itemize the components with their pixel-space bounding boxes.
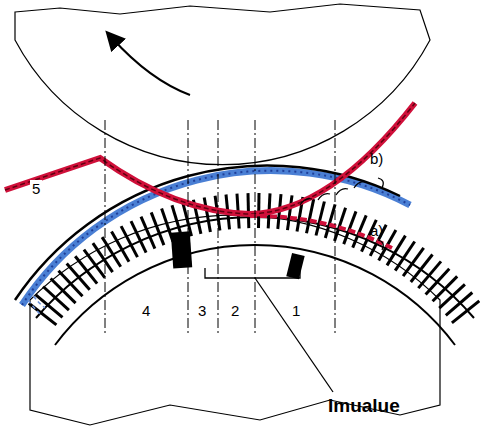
slat (335, 208, 346, 241)
callout-number: a) (368, 222, 385, 239)
slat (452, 301, 479, 323)
felt-dots (22, 171, 410, 305)
slat (247, 193, 251, 228)
label-holder: 3 (196, 302, 208, 320)
upper-roll (15, 4, 430, 165)
felt-exit (28, 290, 45, 314)
callout-number: 2 (229, 302, 241, 319)
label-holder: 4 (140, 302, 152, 320)
bracket (205, 268, 300, 278)
callout-number: 5 (30, 180, 42, 197)
slat (307, 199, 314, 233)
callout-number: 1 (290, 302, 302, 319)
web-hatch (5, 103, 415, 214)
slat (151, 212, 164, 245)
water-marks (300, 182, 366, 205)
slat (411, 255, 433, 283)
slat (325, 204, 335, 238)
suction-box (171, 231, 192, 268)
label-holder: 2 (229, 302, 241, 320)
felt-band (22, 171, 410, 305)
web-on-felt (250, 216, 392, 248)
slat (316, 202, 324, 236)
label-holder: a) (368, 222, 385, 240)
leader-line (255, 278, 333, 392)
callout-number: b) (368, 150, 385, 167)
callout-number: 4 (140, 302, 152, 319)
label-holder: 5 (30, 180, 42, 198)
hook-a (378, 240, 383, 250)
zone-lines (105, 120, 335, 335)
slat (141, 217, 155, 249)
slat (204, 198, 210, 233)
part-label: Imualue (326, 395, 402, 416)
web-band (5, 103, 415, 214)
callout-number: 3 (196, 302, 208, 319)
label-holder: b) (368, 150, 385, 168)
slat (183, 202, 192, 236)
belt-line (15, 166, 400, 300)
suction-box (286, 253, 304, 279)
slat (288, 195, 293, 230)
rotation-arrow (112, 38, 190, 95)
label-holder: 1 (290, 302, 302, 320)
slat (75, 256, 97, 283)
label-holder: Imualue (326, 396, 402, 417)
hook-b (378, 178, 383, 188)
